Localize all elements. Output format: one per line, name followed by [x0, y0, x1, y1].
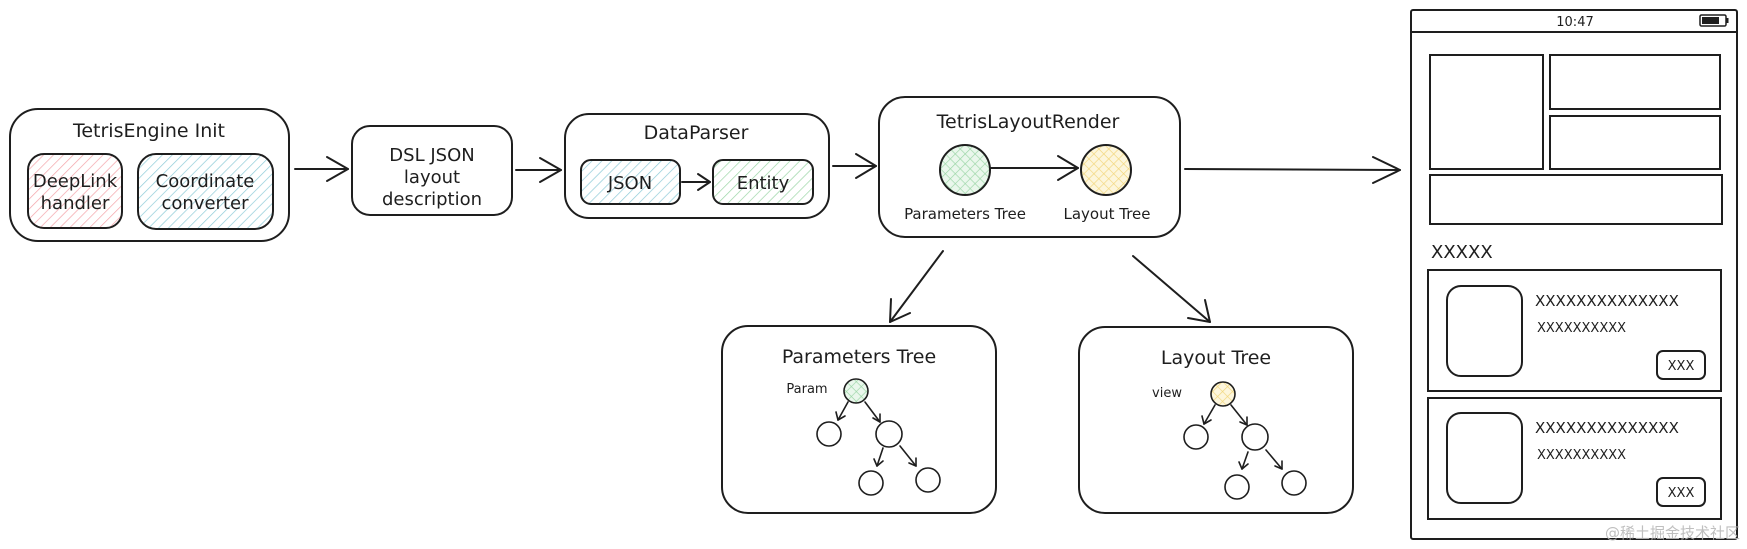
json-box-label: JSON — [607, 173, 652, 194]
params-tree-panel: Parameters Tree Param — [721, 325, 997, 514]
layout-tree-label: Layout Tree — [1063, 205, 1150, 223]
coordinate-converter-label-2: converter — [162, 193, 250, 214]
params-tree-title: Parameters Tree — [782, 346, 936, 368]
entity-box-label: Entity — [737, 173, 790, 194]
deeplink-handler-label-2: handler — [41, 193, 110, 214]
params-root-node — [843, 378, 869, 404]
dsl-json-line-3: description — [382, 189, 482, 210]
params-child-node-2 — [875, 420, 903, 448]
layout-render-group: TetrisLayoutRender Parameters Tree Layou… — [878, 96, 1181, 238]
list-card[interactable]: XXXXXXXXXXXXXX XXXXXXXXXX XXX — [1427, 397, 1722, 520]
coordinate-converter-box — [137, 153, 274, 230]
coordinate-converter-label-1: Coordinate — [156, 171, 255, 192]
card-action-button-label: XXX — [1668, 359, 1695, 374]
layout-root-label: view — [1152, 386, 1182, 401]
section-title: XXXXX — [1431, 242, 1493, 263]
params-leaf-node-1 — [858, 470, 884, 496]
data-parser-group: DataParser JSON Entity — [564, 113, 830, 219]
watermark: @稀土掘金技术社区 — [1605, 524, 1740, 542]
params-root-label: Param — [786, 382, 827, 397]
card-thumbnail[interactable] — [1446, 285, 1523, 377]
arrow-params-to-layout-node — [990, 155, 1079, 181]
dsl-json-box — [351, 125, 513, 216]
json-box — [580, 159, 681, 205]
arrow-render-to-params-tree — [889, 250, 944, 323]
dsl-json-group: DSL JSON layout description — [351, 125, 513, 216]
params-tree-node — [939, 144, 991, 196]
layout-child-node-1 — [1183, 424, 1209, 450]
arrow-parser-to-render — [832, 153, 877, 179]
layout-leaf-node-1 — [1224, 474, 1250, 500]
card-title: XXXXXXXXXXXXXX — [1535, 419, 1679, 437]
card-action-button-label: XXX — [1668, 486, 1695, 501]
layout-tree-box — [1078, 326, 1354, 514]
layout-leaf-node-2 — [1281, 470, 1307, 496]
engine-init-group: TetrisEngine Init DeepLink handler Coord… — [9, 108, 290, 242]
deeplink-handler-box — [27, 153, 123, 229]
card-thumbnail[interactable] — [1446, 412, 1523, 504]
arrow-render-to-layout-tree — [1132, 255, 1211, 323]
layout-tree-title: Layout Tree — [1161, 347, 1271, 369]
params-tree-label: Parameters Tree — [904, 205, 1026, 223]
wide-banner-placeholder[interactable] — [1429, 174, 1723, 225]
layout-render-title: TetrisLayoutRender — [936, 111, 1120, 133]
arrow-json-to-entity — [681, 173, 711, 191]
arrow-dsl-to-parser — [515, 157, 562, 183]
phone-status-time: 10:47 — [1556, 15, 1593, 30]
layout-child-node-2 — [1241, 423, 1269, 451]
phone-mockup: 10:47 XXXXX XXXXXXXXXXXXXX XXXXXXXXXX XX… — [1410, 9, 1738, 540]
layout-tree-panel: Layout Tree view — [1078, 326, 1354, 514]
list-card[interactable]: XXXXXXXXXXXXXX XXXXXXXXXX XXX — [1427, 269, 1722, 392]
params-leaf-node-2 — [915, 467, 941, 493]
deeplink-handler-label-1: DeepLink — [33, 171, 118, 192]
banner-placeholder-bottom[interactable] — [1549, 115, 1721, 170]
card-action-button[interactable] — [1656, 350, 1706, 380]
arrow-render-to-phone — [1184, 156, 1401, 184]
params-tree-box — [721, 325, 997, 514]
hero-image-placeholder[interactable] — [1429, 54, 1544, 170]
dsl-json-line-2: layout — [404, 167, 460, 188]
layout-root-node — [1210, 381, 1236, 407]
data-parser-title: DataParser — [644, 122, 749, 144]
card-title: XXXXXXXXXXXXXX — [1535, 292, 1679, 310]
banner-placeholder-top[interactable] — [1549, 54, 1721, 110]
layout-tree-node — [1080, 144, 1132, 196]
card-subtitle: XXXXXXXXXX — [1537, 448, 1626, 463]
params-child-node-1 — [816, 421, 842, 447]
arrow-engine-to-dsl — [294, 156, 349, 182]
card-action-button[interactable] — [1656, 477, 1706, 507]
engine-init-title: TetrisEngine Init — [72, 120, 225, 142]
dsl-json-line-1: DSL JSON — [389, 145, 474, 166]
entity-box — [712, 159, 814, 205]
card-subtitle: XXXXXXXXXX — [1537, 321, 1626, 336]
battery-icon — [1699, 14, 1729, 27]
